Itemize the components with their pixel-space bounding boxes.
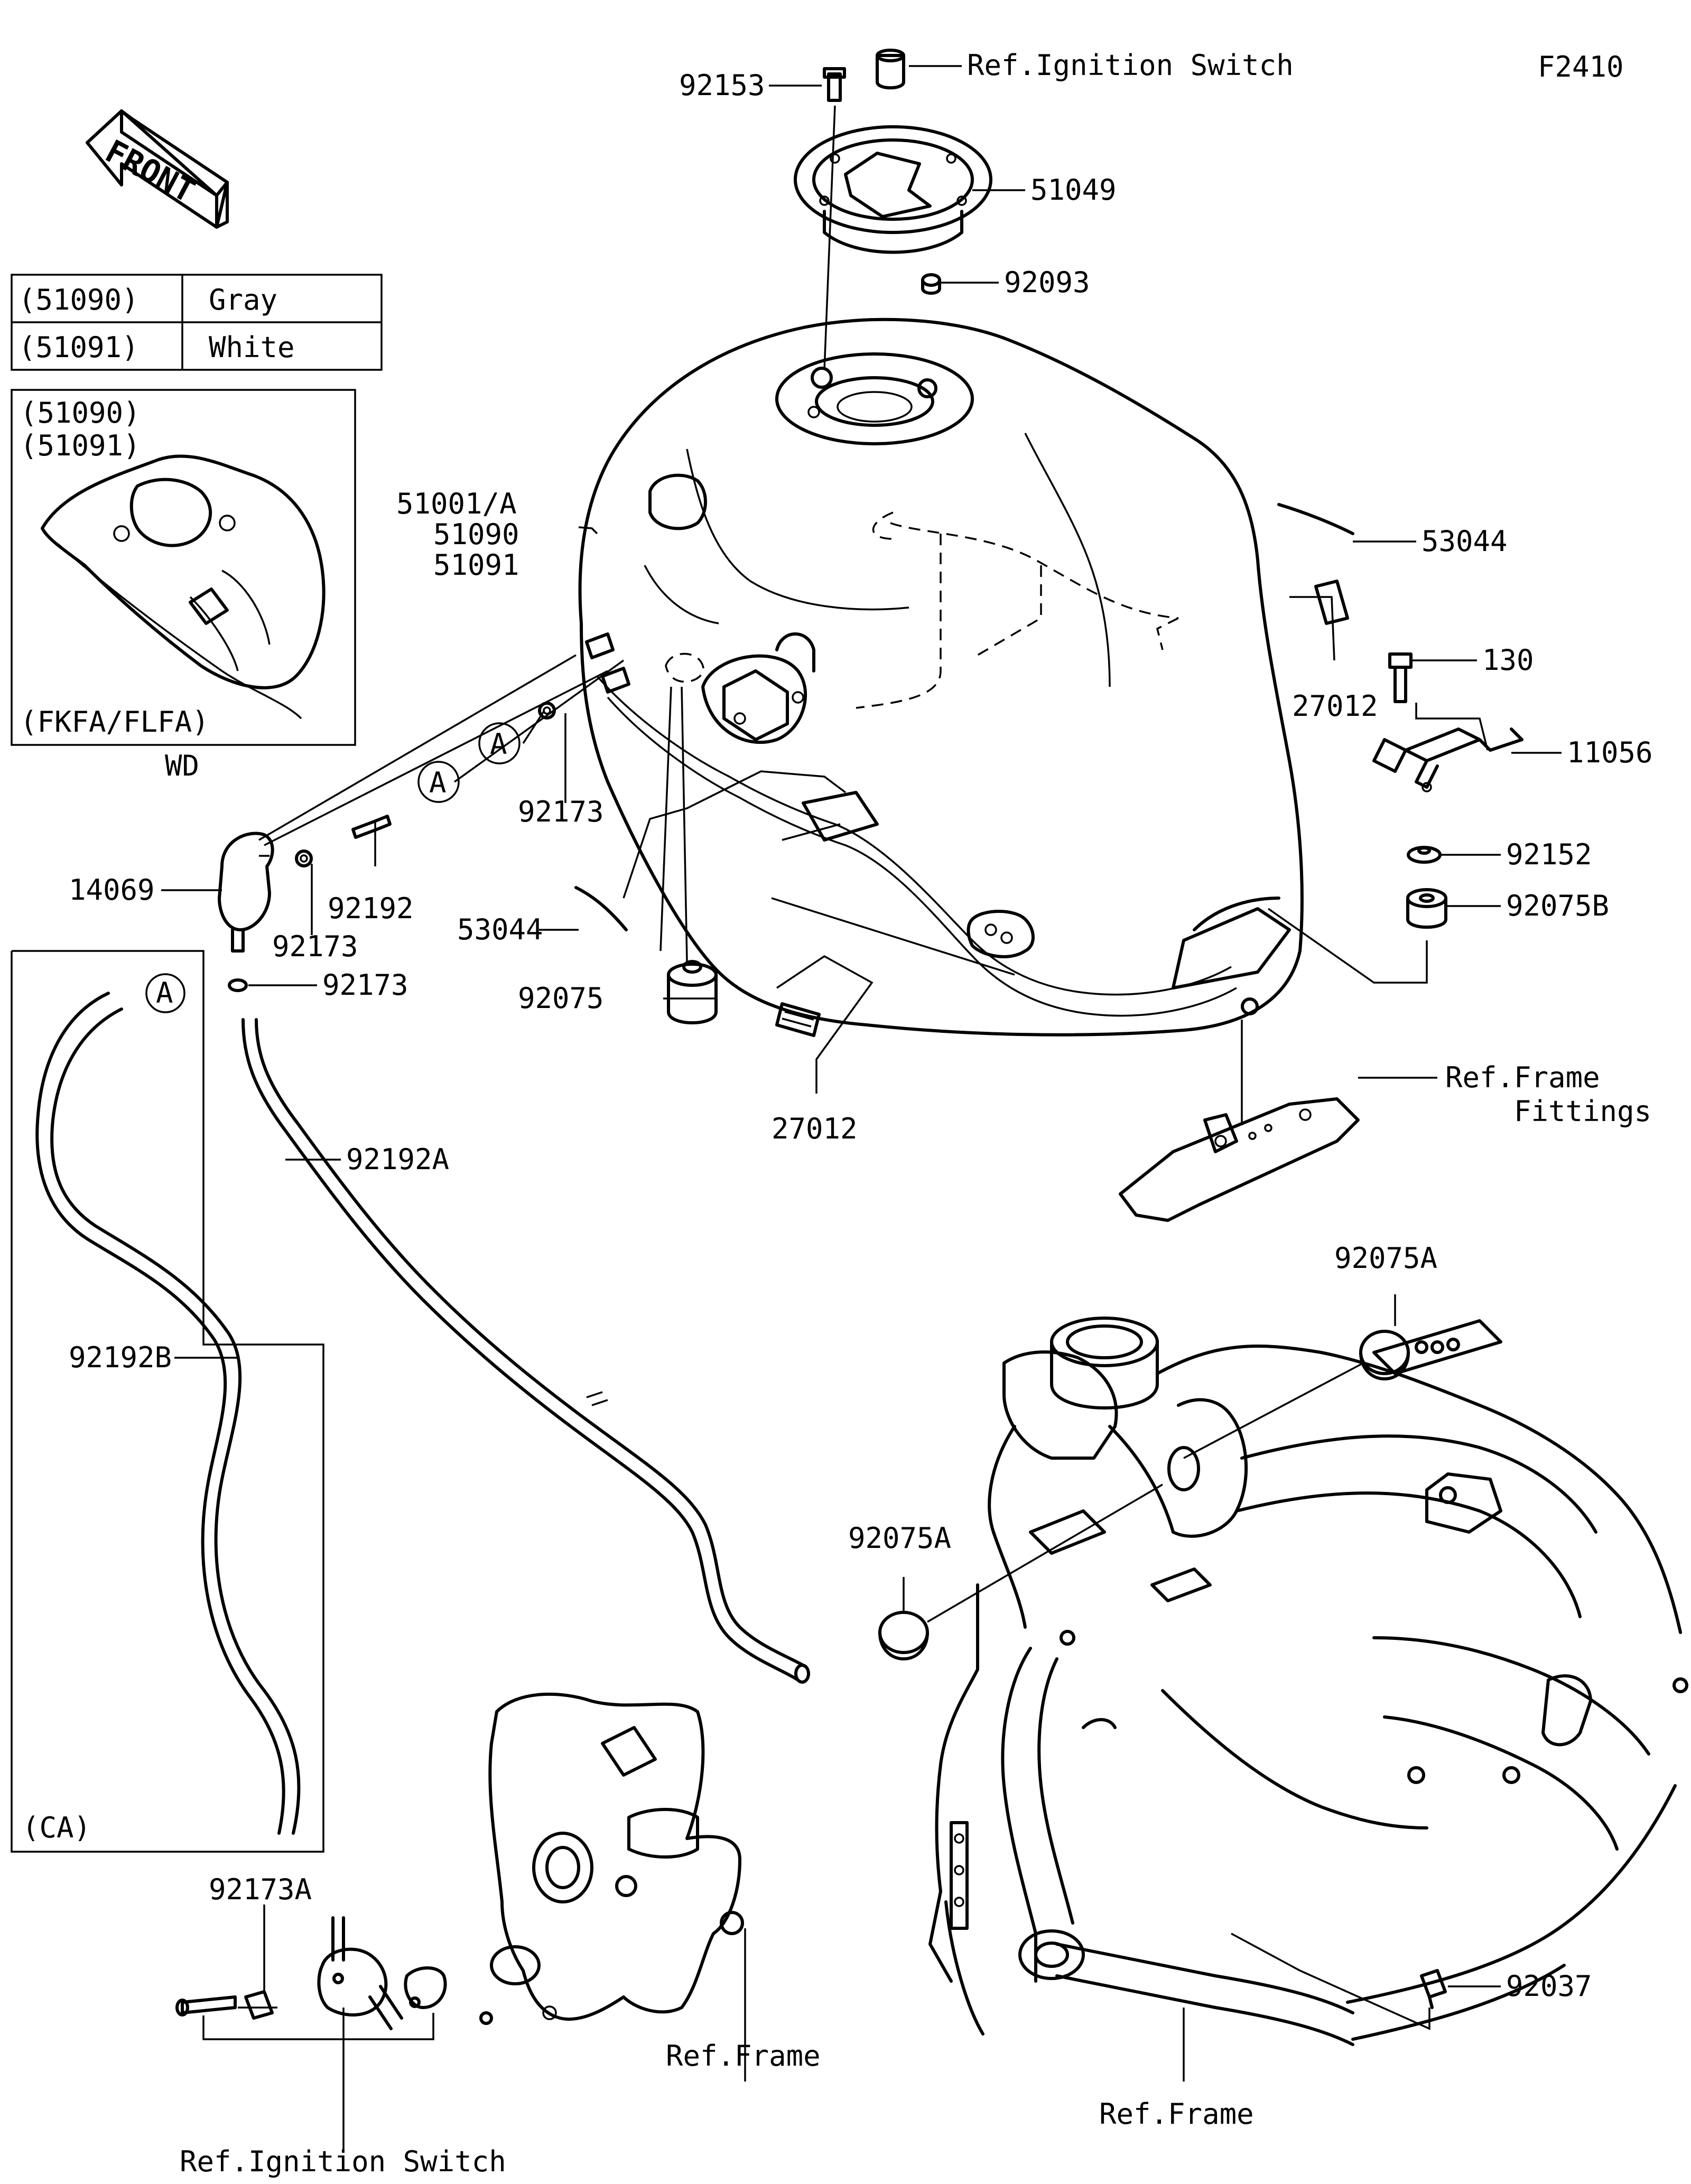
label-ref-ignition-switch-top: Ref.Ignition Switch [967, 49, 1294, 82]
color-table: (51090) Gray (51091) White [11, 274, 383, 371]
label-51090: 51090 [433, 518, 519, 551]
label-92192: 92192 [328, 892, 414, 925]
cushion-53044-left [574, 886, 628, 931]
damper-92075 [667, 960, 718, 1024]
ca-inset: (CA) A [11, 950, 324, 1853]
label-92075A-top: 92075A [1334, 1242, 1437, 1275]
callout-a-ca-letter: A [156, 976, 173, 1010]
label-51001-a: 51001/A [396, 487, 517, 520]
label-ref-frame-bottom: Ref.Frame [1099, 2097, 1254, 2131]
label-51091: 51091 [433, 548, 519, 582]
grommet-92093 [921, 273, 941, 295]
label-92192B: 92192B [69, 1341, 172, 1374]
leader-lines [161, 65, 1562, 2153]
separator-14069 [218, 832, 274, 953]
frame-fittings-bracket [1119, 1097, 1360, 1222]
color-name-1: Gray [209, 283, 277, 316]
label-92075A-left: 92075A [848, 1522, 951, 1555]
label-92152: 92152 [1506, 838, 1592, 871]
ignition-switch-cap [876, 49, 905, 90]
label-11056: 11056 [1567, 736, 1653, 769]
figure-code: F2410 [1538, 50, 1624, 83]
label-27012-right [1314, 580, 1349, 625]
label-92075B: 92075B [1506, 889, 1609, 922]
collar-92152 [1407, 846, 1442, 864]
label-53044-right: 53044 [1421, 525, 1508, 558]
color-code-1: (51090) [18, 283, 139, 316]
hose-92192A [241, 1018, 810, 1684]
front-label: FRONT [99, 133, 201, 210]
callout-a-2 [417, 761, 460, 803]
front-direction-arrow: FRONT [86, 109, 229, 229]
tank-outlet-fittings [585, 632, 630, 694]
wd-inset-variant: (FKFA/FLFA) [20, 705, 209, 739]
callout-a-1-letter: A [490, 727, 507, 761]
fuel-cap-51049 [794, 125, 992, 254]
ca-inset-variant: (CA) [22, 1811, 91, 1844]
callout-a-ca [145, 973, 185, 1013]
label-92173-c: 92173 [322, 968, 408, 1002]
label-ref-frame-mid: Ref.Frame [666, 2039, 821, 2073]
label-27012-left: 27012 [772, 1112, 858, 1145]
damper-92075A-left [878, 1611, 929, 1660]
main-frame [928, 1317, 1688, 2046]
color-name-2: White [209, 331, 295, 364]
clamp-92173-c [228, 978, 248, 992]
damper-92075A-top [1359, 1330, 1410, 1380]
label-27012-left [775, 1002, 821, 1037]
clamp-92173-b [295, 850, 313, 867]
fuel-tank-51001 [578, 318, 1304, 1037]
bracket-11056 [1372, 727, 1523, 792]
label-92153: 92153 [679, 69, 765, 102]
callout-a-1 [478, 722, 521, 764]
label-ref-frame-fittings-1: Ref.Frame [1445, 1061, 1600, 1094]
label-92192A: 92192A [346, 1143, 449, 1176]
wd-inset: (51090) (51091) (FKFA/FLFA) WD [11, 389, 356, 782]
wd-inset-code-2: (51091) [20, 429, 141, 462]
wd-inset-caption: WD [165, 749, 199, 782]
screw-92153 [823, 67, 846, 102]
fitting-92037 [1420, 1969, 1447, 2009]
label-51049: 51049 [1030, 173, 1117, 207]
label-ref-frame-fittings-2: Fittings [1514, 1095, 1651, 1128]
label-92075: 92075 [518, 982, 604, 1015]
bolt-130 [1388, 652, 1413, 703]
wd-inset-code-1: (51090) [20, 396, 141, 430]
hose-92192 [351, 815, 392, 839]
fuel-valve-assembly [175, 1916, 493, 2030]
callout-a-2-letter: A [429, 766, 447, 799]
label-130: 130 [1482, 643, 1534, 677]
label-92037: 92037 [1506, 1970, 1592, 2003]
label-ref-ignition-switch-bottom: Ref.Ignition Switch [180, 2145, 506, 2178]
damper-92075B [1406, 888, 1447, 929]
label-14069: 14069 [69, 873, 155, 907]
label-92093: 92093 [1004, 266, 1090, 299]
frame-mid-section [488, 1692, 744, 2021]
label-53044-left: 53044 [457, 913, 543, 946]
label-27012-right: 27012 [1292, 689, 1378, 723]
cushion-53044-right [1277, 503, 1354, 535]
label-92173-a: 92173 [518, 795, 604, 828]
color-code-2: (51091) [18, 331, 139, 364]
label-92173A: 92173A [209, 1873, 312, 1906]
label-92173-b: 92173 [272, 930, 358, 963]
